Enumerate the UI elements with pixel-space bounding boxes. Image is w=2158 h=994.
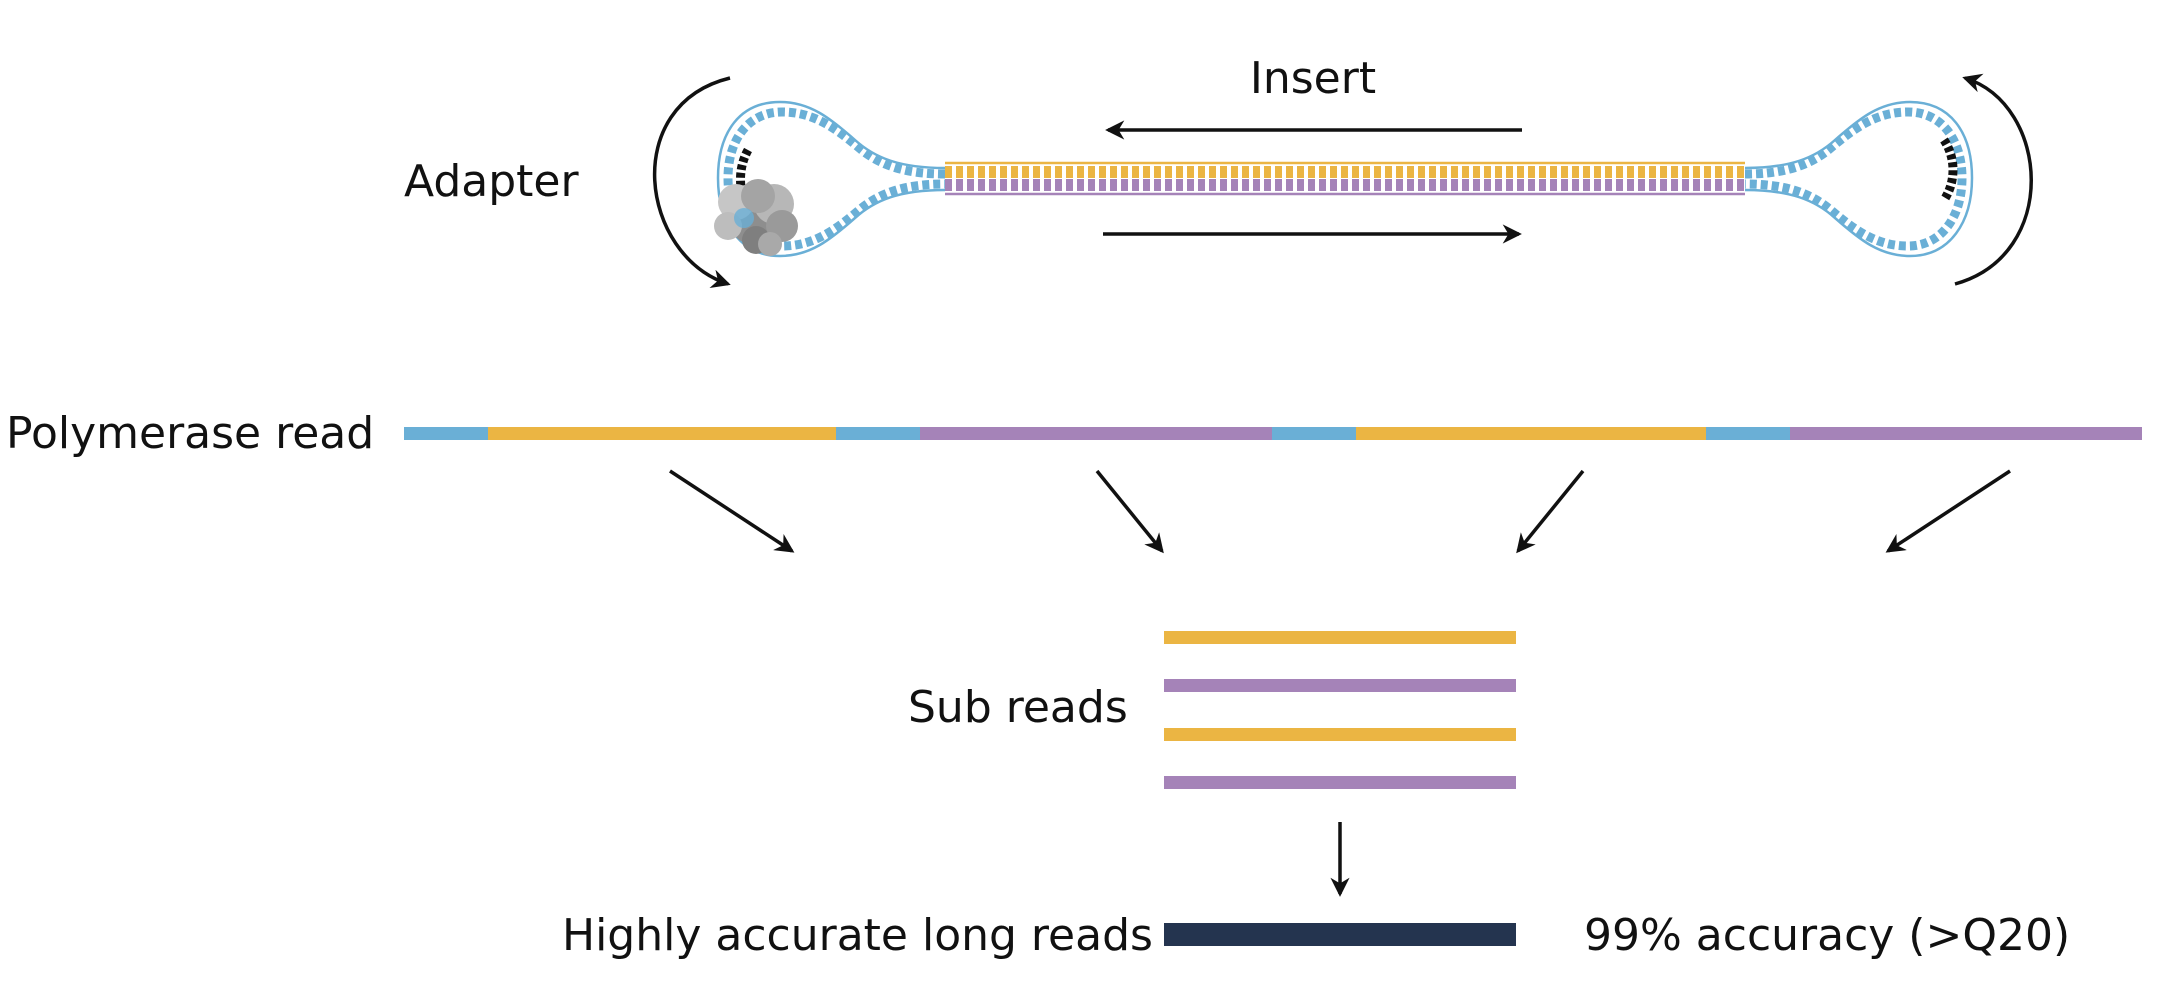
- sub-reads: [1164, 631, 1516, 789]
- left-hairpin-adapter: [716, 100, 946, 258]
- subread-arrow: [1885, 469, 2011, 553]
- left-rotation-arrow: [652, 76, 731, 288]
- sub-read: [1164, 776, 1516, 789]
- polymerase-read-segment: [1272, 427, 1356, 440]
- right-hairpin-adapter: [1744, 100, 1974, 258]
- polymerase-read-segment: [1706, 427, 1790, 440]
- right-primer: [1940, 137, 1958, 203]
- polymerase-read-segment: [836, 427, 920, 440]
- sub-read: [1164, 631, 1516, 644]
- sub-read: [1164, 728, 1516, 741]
- polymerase-read-segment: [1790, 427, 2142, 440]
- consensus-read: [1164, 923, 1516, 946]
- smrtbell-template: Insert Adapter: [404, 53, 2033, 288]
- subread-arrow: [1095, 469, 1164, 554]
- accuracy-label: 99% accuracy (>Q20): [1584, 910, 2070, 961]
- left-hairpin-bases: [723, 107, 946, 251]
- adapter-label: Adapter: [404, 156, 579, 207]
- polymerase-read-segment: [1356, 427, 1706, 440]
- hifi-reads-label: Highly accurate long reads: [562, 910, 1153, 961]
- subread-arrow: [1516, 469, 1585, 554]
- polymerase-read-segment: [488, 427, 836, 440]
- sub-reads-label: Sub reads: [908, 682, 1128, 733]
- subread-arrow: [669, 469, 795, 553]
- insert-label: Insert: [1250, 53, 1376, 104]
- polymerase-read-segment: [404, 427, 488, 440]
- right-hairpin-bases: [1744, 107, 1967, 251]
- insert-double-strand: [945, 161, 1745, 196]
- polymerase-enzyme: [714, 179, 798, 256]
- polymerase-read-label: Polymerase read: [6, 408, 374, 459]
- polymerase-read-segment: [920, 427, 1272, 440]
- sub-read: [1164, 679, 1516, 692]
- right-rotation-arrow: [1954, 73, 2033, 286]
- polymerase-read: [404, 427, 2142, 440]
